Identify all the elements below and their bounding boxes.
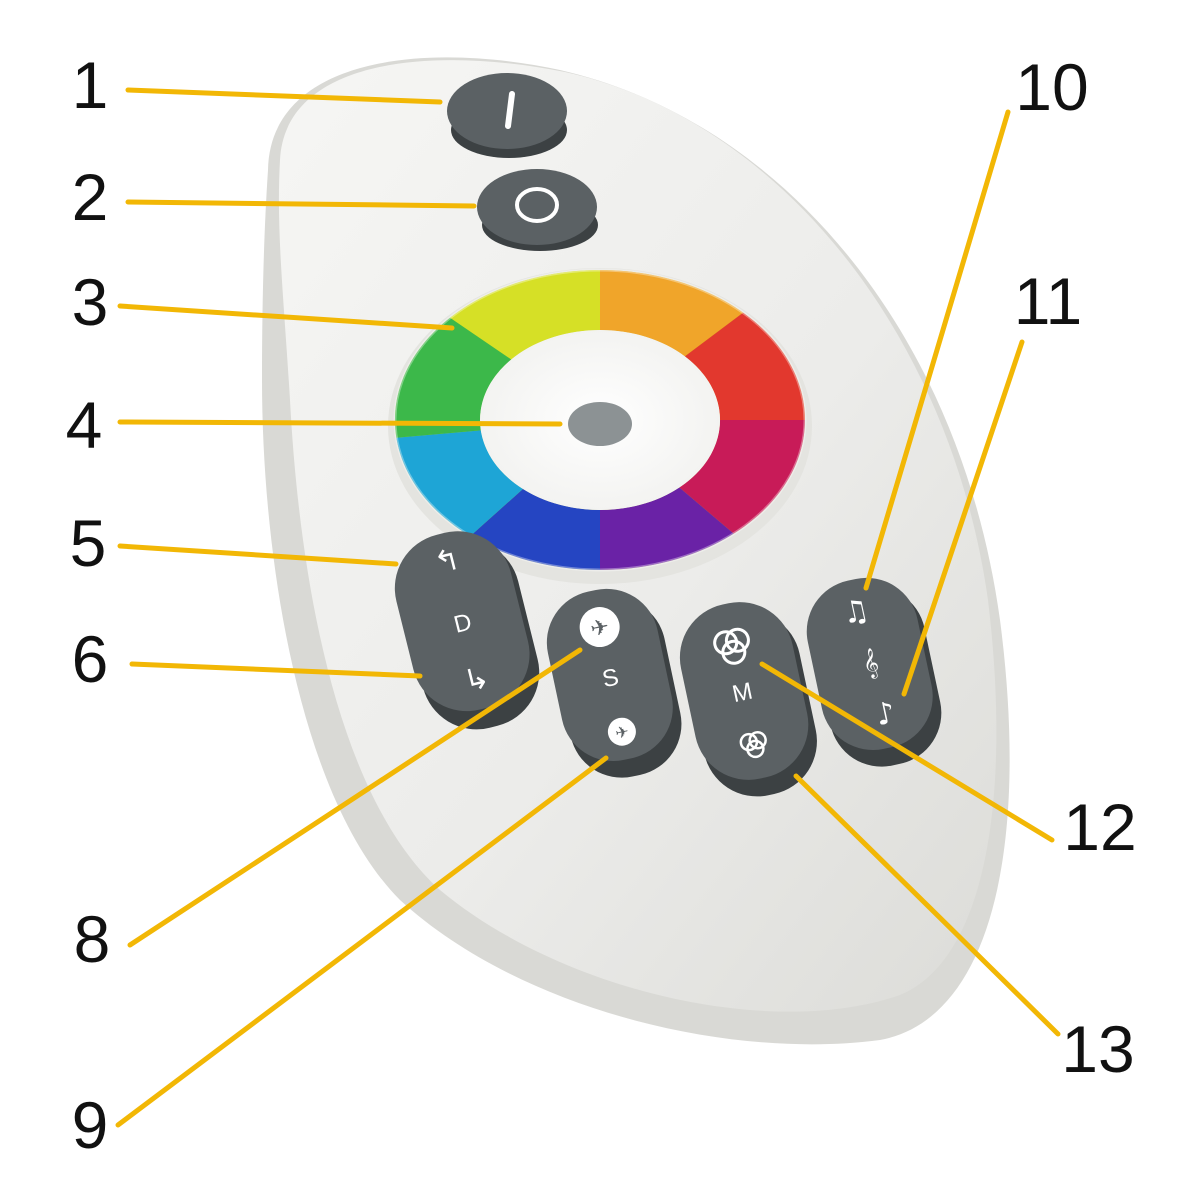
rgb-up-icon [713, 627, 750, 665]
center-button[interactable] [480, 330, 720, 510]
callout-6: 6 [72, 622, 109, 696]
callout-5: 5 [70, 506, 107, 580]
power-off-icon [515, 187, 559, 223]
callout-11: 11 [1014, 264, 1083, 338]
callout-numbers: 1 2 3 4 5 6 8 9 10 11 12 13 [66, 48, 1137, 1162]
leader-line-9 [115, 755, 609, 1128]
callout-10: 10 [1015, 50, 1088, 124]
leader-line-2 [125, 199, 477, 209]
callout-9: 9 [72, 1088, 109, 1162]
callout-4: 4 [66, 388, 103, 462]
leader-line-5 [117, 543, 399, 567]
off-button[interactable] [477, 169, 598, 251]
power-on-icon [505, 91, 515, 129]
treble-clef-icon: 𝄞 [860, 646, 882, 680]
leader-line-6 [129, 661, 423, 679]
leader-line-1 [125, 87, 443, 105]
leader-line-8 [127, 647, 583, 948]
svg-text:✈: ✈ [613, 721, 630, 742]
svg-text:✈: ✈ [588, 614, 611, 642]
speed-button[interactable]: ✈ S ✈ [537, 578, 691, 788]
leader-line-12 [759, 661, 1055, 843]
speed-down-icon [607, 717, 636, 746]
music-mode-button[interactable]: ♫ 𝄞 ♪ [797, 567, 951, 777]
leader-line-3 [117, 303, 455, 331]
speed-up-icon [579, 607, 620, 648]
dynamic-mode-button[interactable]: ↰ D ↳ [383, 518, 551, 742]
leader-line-11 [901, 339, 1025, 697]
speed-letter: S [600, 664, 621, 694]
callout-3: 3 [72, 265, 109, 339]
on-button[interactable] [447, 73, 567, 158]
callout-2: 2 [72, 160, 109, 234]
leader-line-13 [793, 773, 1061, 1037]
callout-1: 1 [72, 48, 109, 122]
leader-lines [115, 87, 1061, 1128]
color-mode-button[interactable]: M [670, 591, 827, 807]
rgb-down-icon [739, 731, 767, 759]
leader-line-10 [863, 109, 1011, 591]
dynamic-letter: D [451, 608, 474, 638]
callout-8: 8 [74, 902, 111, 976]
callout-13: 13 [1061, 1012, 1134, 1086]
leader-line-4 [117, 419, 563, 427]
callout-12: 12 [1063, 790, 1136, 864]
